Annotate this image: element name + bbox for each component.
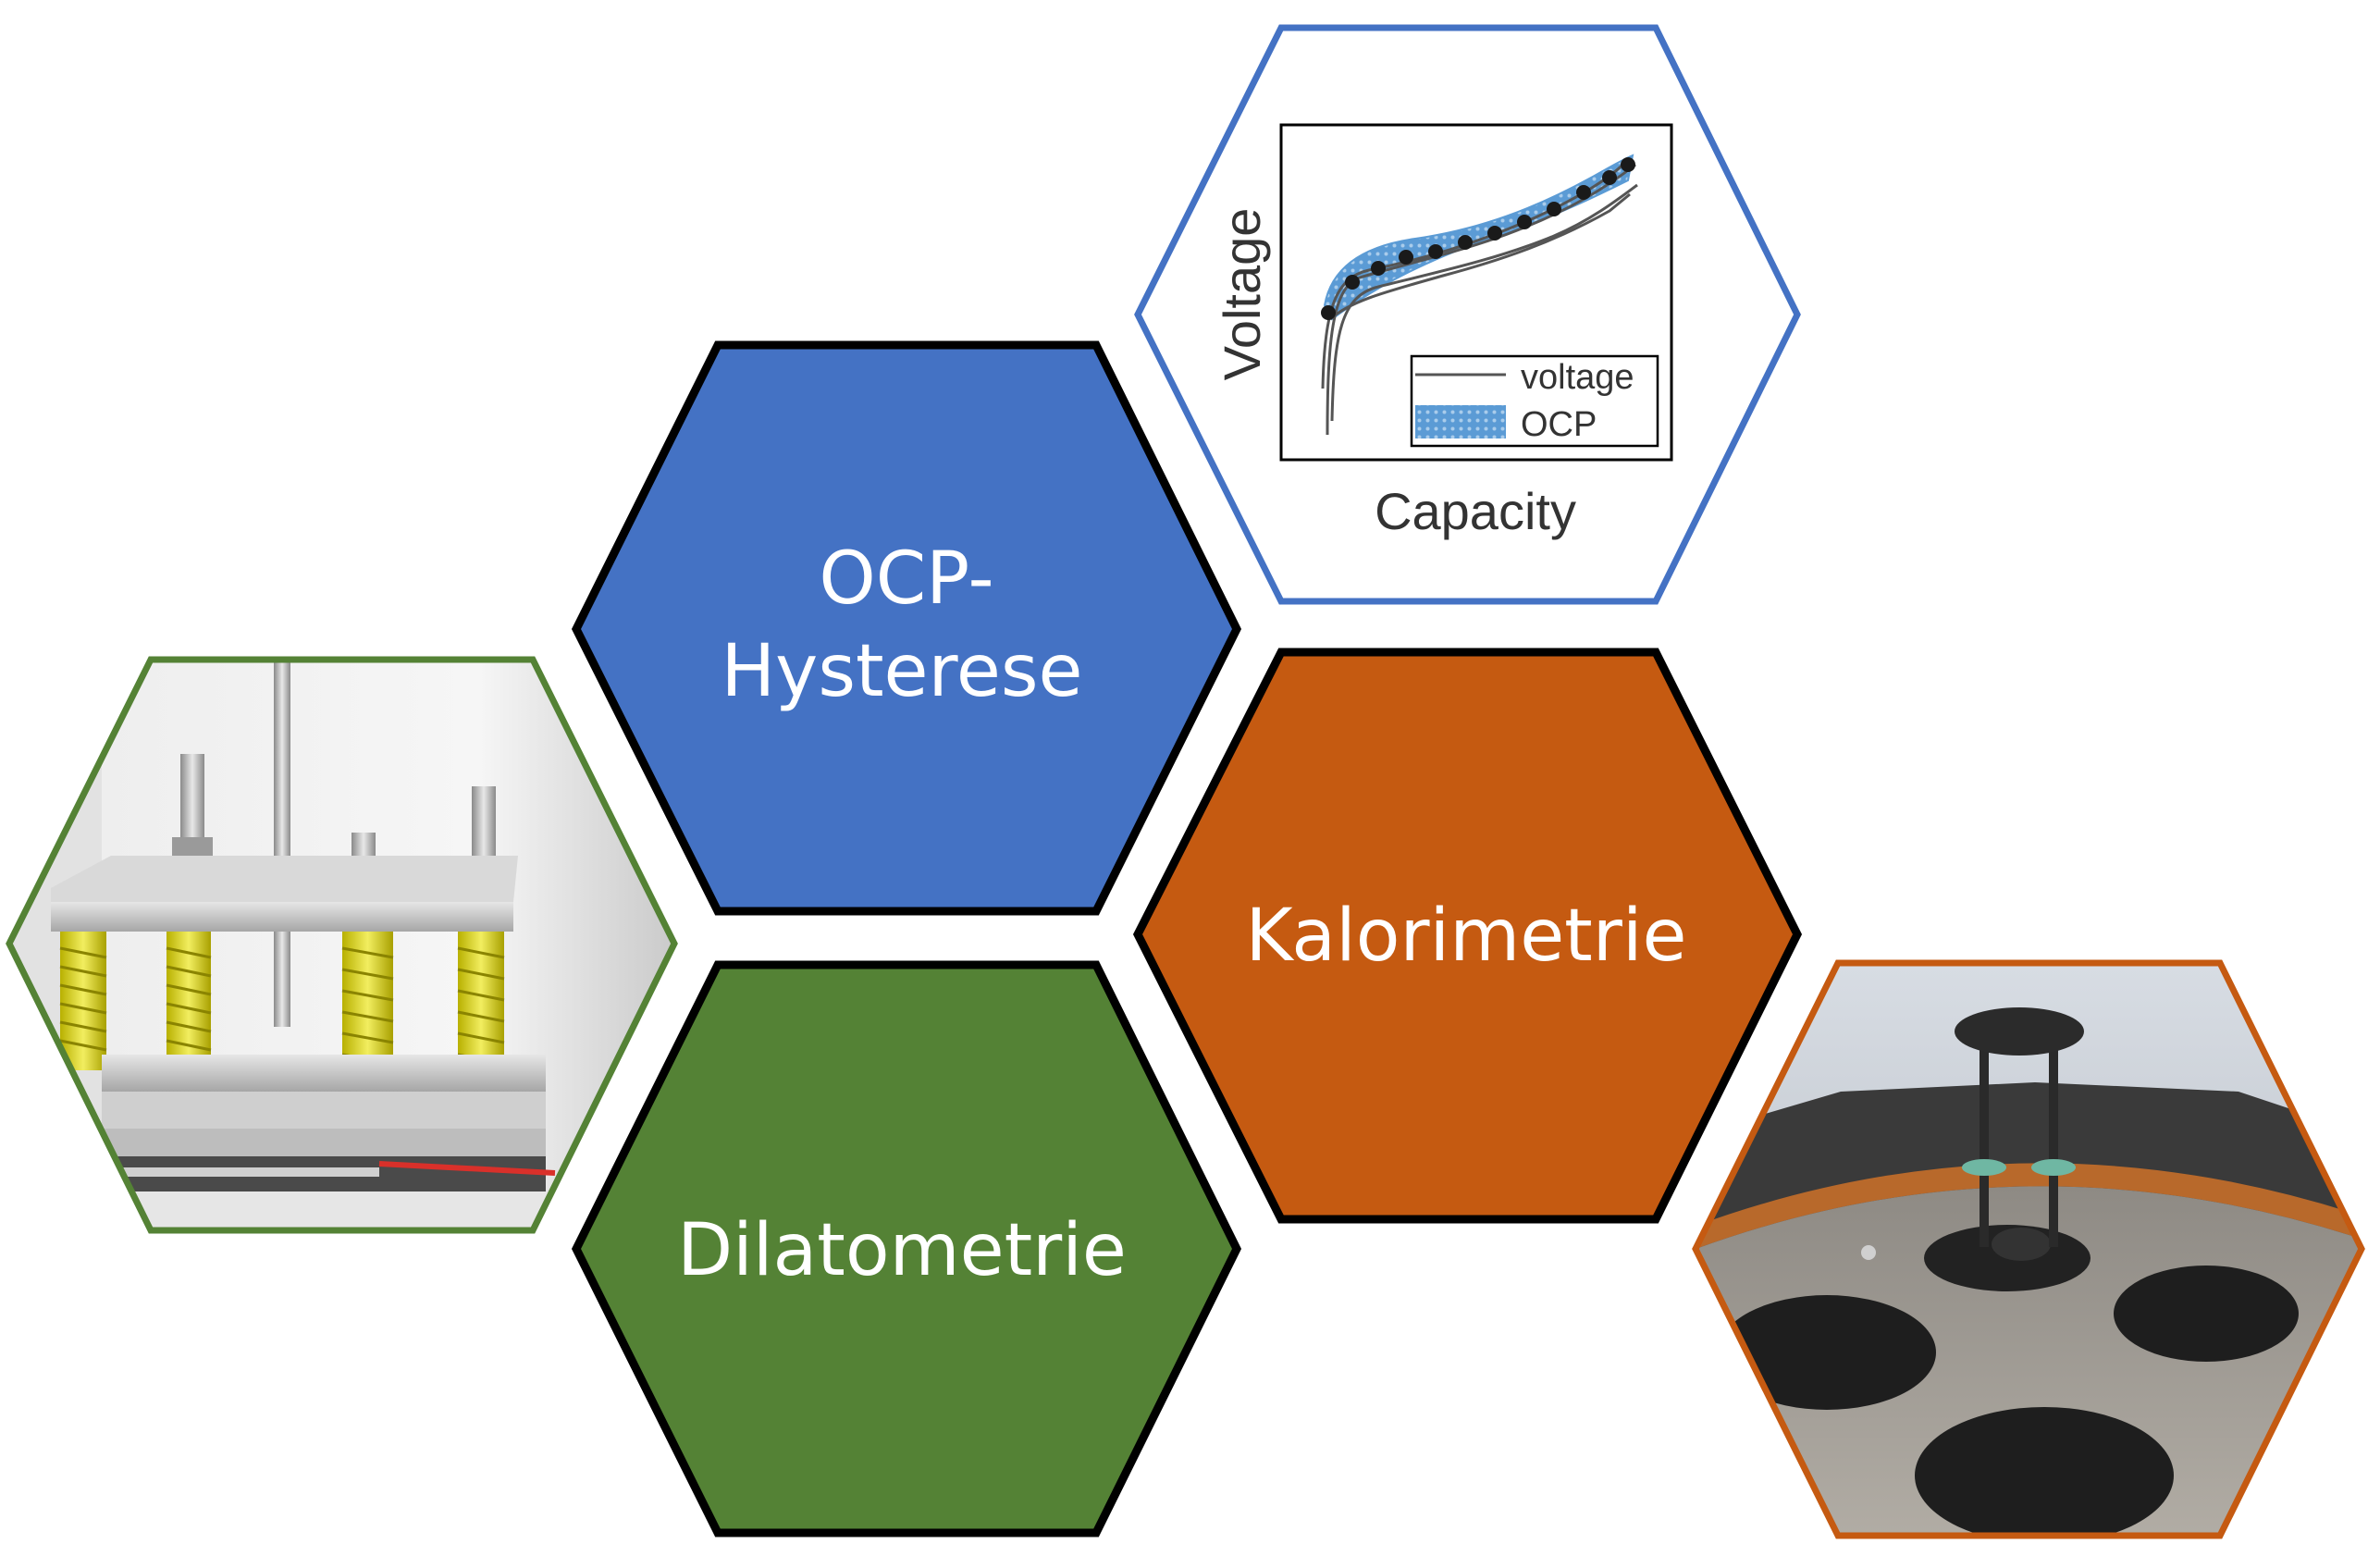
ocp-point xyxy=(1487,226,1502,241)
voltage-curve xyxy=(1330,183,1638,422)
calorimeter-photo-hexagon xyxy=(1692,959,2365,1539)
dilatometrie-hexagon-label: Dilatometrie xyxy=(677,1209,1127,1292)
legend-voltage-label: voltage xyxy=(1521,358,1634,397)
calorimeter-hexagon-border xyxy=(1692,959,2365,1539)
ocp-point xyxy=(1371,261,1386,276)
ocp-point xyxy=(1458,235,1473,250)
ocp-point xyxy=(1321,305,1336,320)
sample-disc xyxy=(1718,1295,1936,1410)
dilatometrie-hexagon-shape xyxy=(571,960,1242,1537)
legend-ocp-label: OCP xyxy=(1521,405,1597,444)
dilatometrie-hexagon: Dilatometrie xyxy=(571,960,1242,1537)
dilatometer-press-illustration xyxy=(9,660,674,1230)
voltage-capacity-chart: voltage OCP Voltage Capacity xyxy=(1213,123,1673,540)
chart-y-axis-label: Voltage xyxy=(1213,208,1271,381)
kalorimetrie-hexagon-label: Kalorimetrie xyxy=(1246,895,1687,978)
ocp-point xyxy=(1576,185,1591,200)
ocp-hexagon-label-line1: OCP- xyxy=(819,537,993,621)
sample-disc xyxy=(1915,1407,2174,1536)
chart-x-axis-label: Capacity xyxy=(1375,482,1576,540)
calorimeter-illustration xyxy=(1696,963,2362,1536)
sample-disc xyxy=(2114,1266,2299,1362)
dilatometer-press-photo-hexagon xyxy=(6,656,678,1234)
ocp-point xyxy=(1517,215,1532,229)
kalorimetrie-hexagon-shape xyxy=(1132,648,1803,1224)
voltage-curve xyxy=(1328,192,1631,321)
ocp-point xyxy=(1428,244,1443,259)
ocp-point xyxy=(1547,202,1561,216)
ocp-hysterese-hexagon: OCP- Hysterese xyxy=(571,340,1242,916)
ocp-point xyxy=(1621,157,1635,172)
press-hexagon-border xyxy=(6,656,678,1234)
ocp-points-layer xyxy=(1321,157,1635,320)
ocp-hexagon-shape xyxy=(571,340,1242,916)
legend-ocp-swatch xyxy=(1415,405,1506,438)
voltage-capacity-chart-hexagon: voltage OCP Voltage Capacity xyxy=(1134,24,1801,605)
ocp-point xyxy=(1602,170,1617,185)
ocp-hexagon-label-line2: Hysterese xyxy=(722,630,1083,713)
ocp-point xyxy=(1345,275,1360,290)
voltage-curve xyxy=(1326,163,1636,436)
ocp-point xyxy=(1399,250,1413,265)
chart-legend: voltage OCP xyxy=(1410,354,1659,448)
kalorimetrie-hexagon: Kalorimetrie xyxy=(1132,648,1803,1224)
